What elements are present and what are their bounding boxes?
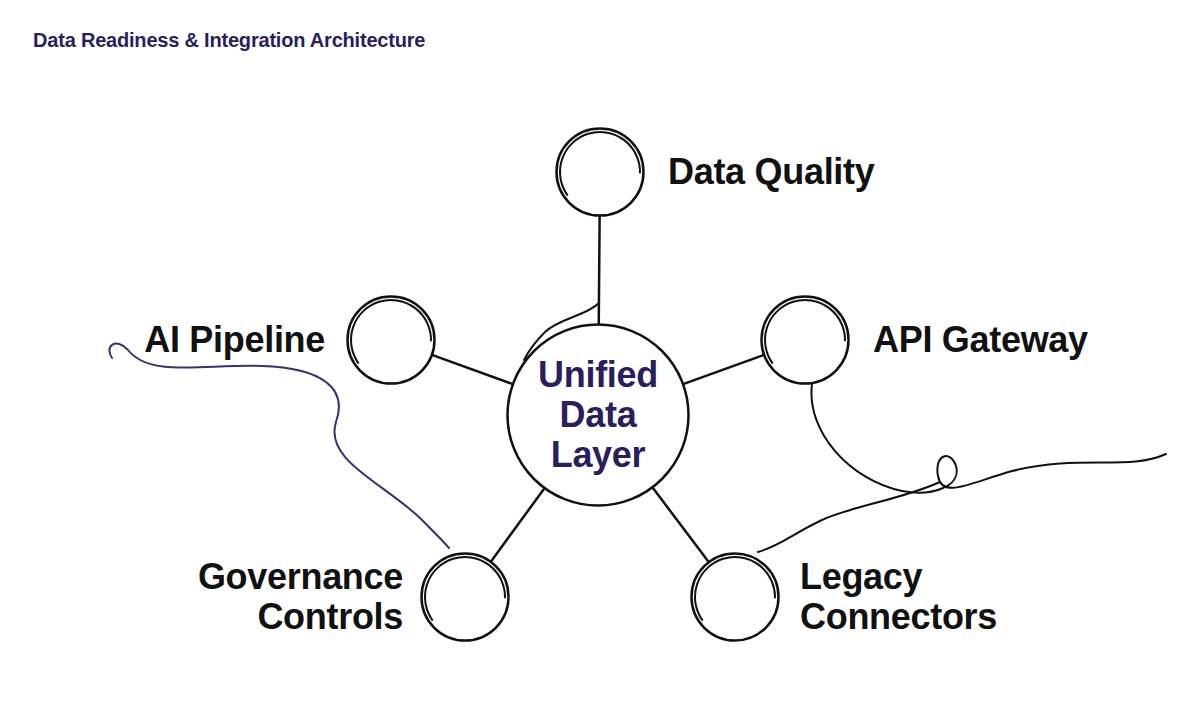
circle-ring [508,325,689,506]
satellite-circle: AI Pipeline [346,295,436,385]
circle-outline [760,295,850,385]
circle-outline [346,295,436,385]
node-label: Governance Controls [163,557,403,637]
circle-outline [690,552,780,642]
decorative-wire [758,482,940,552]
node-label: Data Quality [668,152,874,192]
circle-inner-arc [695,557,775,621]
diagram-title: Data Readiness & Integration Architectur… [33,29,425,52]
satellite-circle: Governance Controls [420,552,510,642]
decorative-wire [811,384,1166,493]
node-label: API Gateway [873,320,1088,360]
connector-line [653,489,708,562]
satellite-circle: Legacy Connectors [690,552,780,642]
circle-inner-arc [351,300,431,364]
circle-ring [762,297,849,384]
circle-ring [348,297,435,384]
connector-line [684,355,762,383]
node-label: AI Pipeline [144,320,325,360]
node-label: Legacy Connectors [800,557,1040,637]
connector-line [492,489,544,560]
connector-line [598,217,601,323]
circle-inner-arc [560,132,640,196]
satellite-circle: API Gateway [760,295,850,385]
circle-outline [555,127,645,217]
circle-ring [422,554,509,641]
circle-inner-arc [425,557,505,621]
hub-circle: Unified Data Layer [506,323,690,507]
hub-label: Unified Data Layer [523,355,673,475]
circle-outline [420,552,510,642]
connector-line [433,355,511,383]
circle-ring [692,554,779,641]
circle-ring [557,129,644,216]
satellite-circle: Data Quality [555,127,645,217]
hub-text-box: Unified Data Layer [506,323,690,507]
circle-inner-arc [765,300,845,364]
